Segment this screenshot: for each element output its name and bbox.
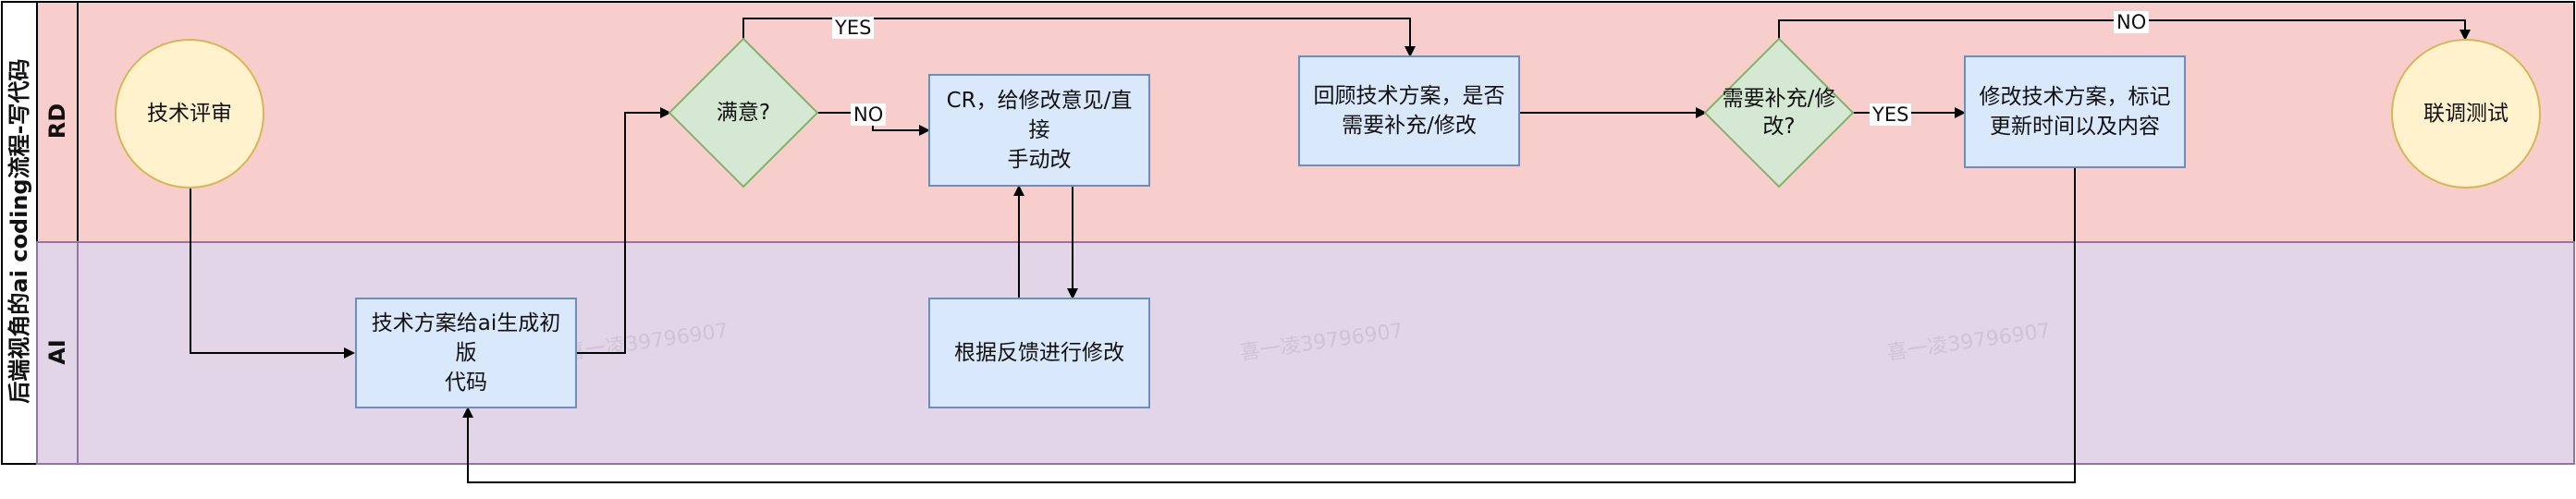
edge-modify-to-draft bbox=[462, 168, 2076, 483]
decision-satisfied[interactable]: 满意? bbox=[716, 101, 771, 125]
pool-title-band bbox=[1, 1, 38, 465]
end-joint-test[interactable]: 联调测试 bbox=[2391, 39, 2541, 189]
process-review-plan[interactable]: 回顾技术方案，是否 需要补充/修改 bbox=[1298, 55, 1520, 166]
edge-label-yes: YES bbox=[832, 17, 875, 39]
process-ai-first-draft[interactable]: 技术方案给ai生成初版 代码 bbox=[355, 298, 577, 408]
edge-review-to-draft bbox=[190, 187, 355, 359]
edge-label-no: NO bbox=[2114, 11, 2150, 33]
edge-satisfied-yes bbox=[742, 18, 1416, 57]
edge-label-yes: YES bbox=[1870, 103, 1912, 126]
decision-need-change[interactable]: 需要补充/修 改? bbox=[1722, 87, 1836, 139]
process-ai-revise[interactable]: 根据反馈进行修改 bbox=[928, 298, 1150, 408]
edge-label-no: NO bbox=[851, 103, 887, 126]
process-cr-feedback[interactable]: CR，给修改意见/直接 手动改 bbox=[928, 74, 1150, 187]
decision-need-change-shape bbox=[1703, 37, 1855, 189]
lane-ai-title-cell bbox=[36, 241, 79, 465]
edge-draft-to-satisfied bbox=[577, 107, 671, 354]
decision-satisfied-shape bbox=[668, 37, 819, 189]
start-tech-review[interactable]: 技术评审 bbox=[115, 39, 264, 189]
process-modify-plan[interactable]: 修改技术方案，标记 更新时间以及内容 bbox=[1964, 55, 2186, 168]
